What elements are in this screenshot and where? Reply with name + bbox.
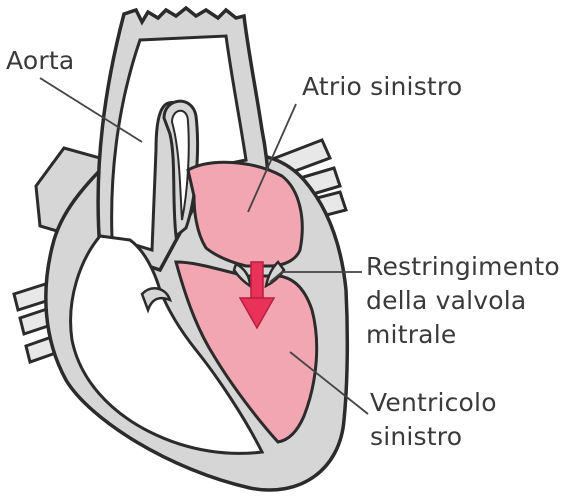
label-ventricolo-line-2: sinistro — [370, 420, 497, 454]
label-restringimento-line-2: della valvola — [366, 284, 560, 318]
label-restringimento-line-3: mitrale — [366, 318, 560, 352]
label-atrio-sinistro: Atrio sinistro — [302, 70, 462, 104]
label-restringimento-valvola-mitrale: Restringimento della valvola mitrale — [366, 250, 560, 352]
label-aorta: Aorta — [6, 44, 74, 78]
label-ventricolo-sinistro: Ventricolo sinistro — [370, 386, 497, 454]
label-restringimento-line-1: Restringimento — [366, 250, 560, 284]
label-ventricolo-line-1: Ventricolo — [370, 386, 497, 420]
